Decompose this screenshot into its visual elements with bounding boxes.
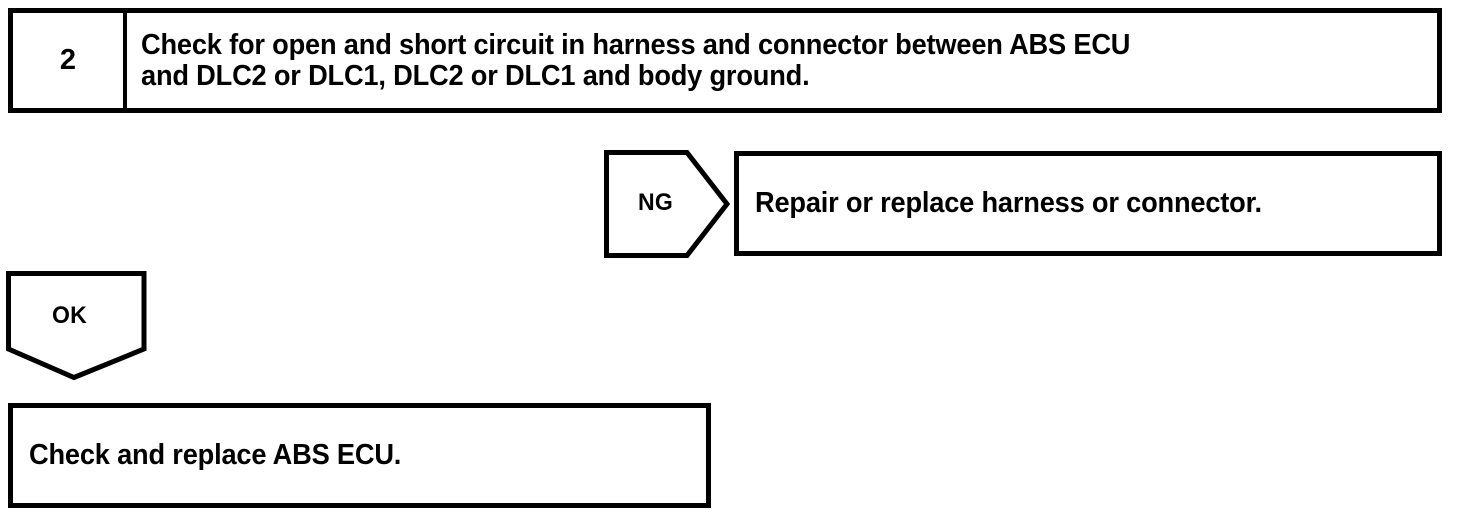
step-number: 2 — [59, 44, 77, 76]
ok-label: OK — [52, 302, 87, 329]
ng-action-inner: Repair or replace harness or connector. — [755, 156, 1427, 251]
ng-action-text: Repair or replace harness or connector. — [755, 187, 1262, 219]
step-instruction-text: Check for open and short circuit in harn… — [141, 28, 1131, 92]
ng-label: NG — [638, 189, 673, 216]
ok-action-text: Check and replace ABS ECU. — [29, 439, 402, 471]
step-number-cell: 2 — [13, 13, 127, 108]
ok-action-box: Check and replace ABS ECU. — [8, 403, 711, 508]
pentagon-down-icon — [6, 271, 147, 381]
step-description-cell: Check for open and short circuit in harn… — [127, 13, 1437, 108]
ng-result-marker: NG — [604, 150, 731, 258]
step-box: 2 Check for open and short circuit in ha… — [8, 8, 1442, 113]
pentagon-right-icon — [604, 150, 731, 258]
ng-action-box: Repair or replace harness or connector. — [734, 151, 1442, 256]
ok-action-inner: Check and replace ABS ECU. — [29, 408, 696, 503]
ok-result-marker: OK — [6, 271, 148, 381]
